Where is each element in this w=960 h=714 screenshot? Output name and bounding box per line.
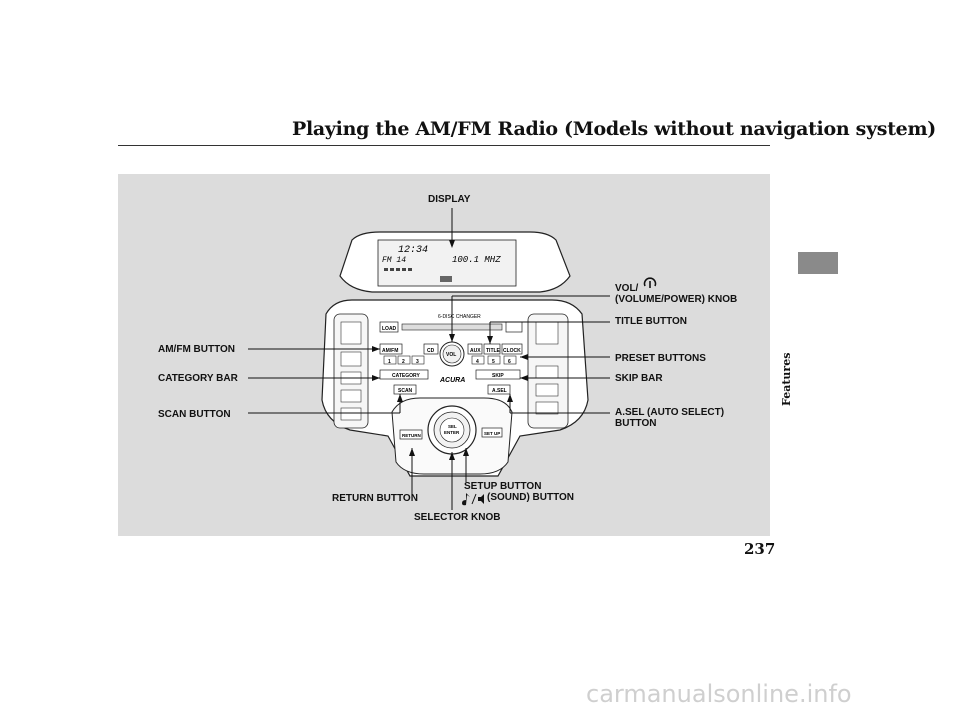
cd-button — [423, 343, 439, 355]
display-clock: 12:34 — [398, 245, 428, 256]
svg-text:3: 3 — [416, 359, 419, 365]
svg-text:AUX: AUX — [470, 348, 481, 354]
callout-category-bar: CATEGORY BAR — [158, 373, 238, 384]
page-title: Playing the AM/FM Radio (Models without … — [292, 118, 936, 140]
callout-return-button: RETURN BUTTON — [332, 493, 418, 504]
category-bar — [379, 369, 429, 380]
callout-asel-button: BUTTON — [615, 418, 657, 429]
setup-button — [481, 427, 503, 438]
display-indicator — [440, 276, 452, 282]
load-button — [379, 321, 399, 333]
preset-buttons: 1 2 3 4 5 6 — [383, 355, 517, 365]
callout-display: DISPLAY — [428, 194, 471, 205]
svg-text:6: 6 — [508, 359, 511, 365]
svg-text:CD: CD — [427, 348, 435, 354]
eject-button — [505, 321, 523, 333]
svg-text:4: 4 — [476, 359, 479, 365]
svg-text:CATEGORY: CATEGORY — [392, 373, 420, 379]
aux-button — [467, 343, 483, 355]
svg-text:5: 5 — [492, 359, 495, 365]
asel-button — [487, 384, 511, 395]
svg-text:RETURN: RETURN — [402, 433, 421, 438]
title-button — [483, 343, 501, 355]
callout-vol: VOL/ — [615, 283, 639, 294]
svg-text:SEL: SEL — [448, 424, 457, 429]
callout-sound-button: (SOUND) BUTTON — [487, 492, 575, 503]
leader-lines — [248, 208, 610, 510]
return-button — [399, 429, 423, 440]
svg-text:AM/FM: AM/FM — [382, 348, 398, 354]
header-rule — [118, 145, 770, 146]
callout-setup-button: SETUP BUTTON — [464, 481, 542, 492]
page-number: 237 — [744, 540, 776, 558]
leader-arrows — [372, 240, 528, 460]
svg-text:VOL: VOL — [446, 352, 456, 358]
svg-text:A.SEL: A.SEL — [492, 388, 507, 394]
callout-preset-buttons: PRESET BUTTONS — [615, 353, 706, 364]
section-tab — [798, 252, 838, 274]
svg-text:SET UP: SET UP — [484, 431, 500, 436]
display-band: FM 14 — [382, 256, 406, 265]
brand-logo: ACURA — [439, 377, 465, 384]
svg-text:ENTER: ENTER — [444, 430, 460, 435]
callout-asel: A.SEL (AUTO SELECT) — [615, 407, 725, 418]
sound-icon — [462, 493, 484, 506]
scan-button — [393, 384, 417, 395]
callout-selector-knob: SELECTOR KNOB — [414, 512, 501, 523]
load-label: LOAD — [382, 326, 397, 332]
callout-amfm-button: AM/FM BUTTON — [158, 344, 236, 355]
callout-vol-knob: (VOLUME/POWER) KNOB — [615, 294, 738, 305]
callout-scan-button: SCAN BUTTON — [158, 409, 231, 420]
power-icon — [643, 277, 657, 288]
svg-text:2: 2 — [402, 359, 405, 365]
clock-button — [501, 343, 523, 355]
svg-text:TITLE: TITLE — [486, 348, 501, 354]
svg-text:CLOCK: CLOCK — [503, 348, 521, 354]
svg-text:1: 1 — [388, 359, 391, 365]
watermark: carmanualsonline.info — [586, 680, 852, 708]
skip-bar — [475, 369, 521, 380]
callout-skip-bar: SKIP BAR — [615, 373, 663, 384]
svg-text:SCAN: SCAN — [398, 388, 413, 394]
display-frequency: 100.1 MHZ — [452, 255, 501, 265]
callout-title-button: TITLE BUTTON — [615, 316, 688, 327]
changer-label: 6-DISC CHANGER — [438, 314, 481, 320]
svg-text:SKIP: SKIP — [492, 373, 504, 379]
display-preset-indicators — [384, 268, 412, 271]
